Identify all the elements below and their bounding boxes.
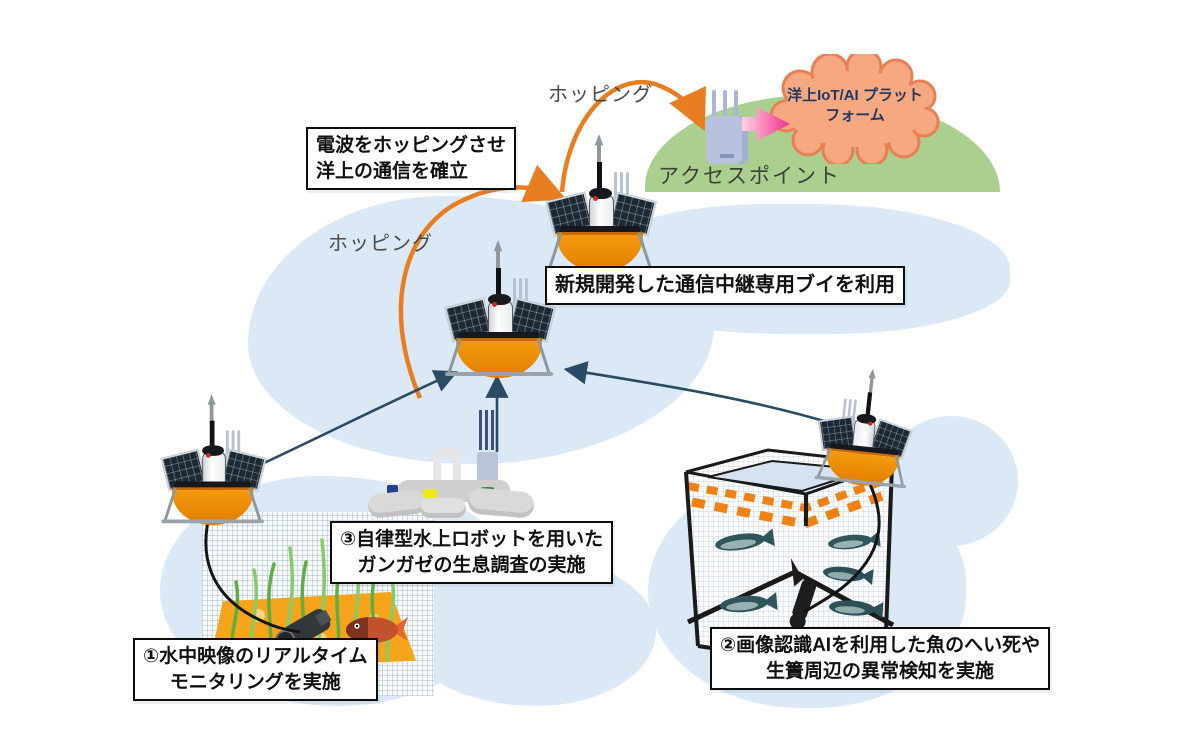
callout-step1: ①水中映像のリアルタイム モニタリングを実施 — [133, 638, 378, 702]
ap-antenna — [712, 90, 716, 120]
robot-pontoon — [420, 498, 466, 518]
callout-relay-line1: 新規開発した通信中継専用ブイを利用 — [555, 274, 895, 296]
callout-establish: 電波をホッピングさせ 洋上の通信を確立 — [306, 127, 517, 191]
callout-step2-line2: 生簀周辺の異常検知を実施 — [766, 660, 995, 682]
callout-step1-line2: モニタリングを実施 — [169, 671, 341, 693]
ap-antenna — [723, 90, 727, 120]
cloud-platform-icon — [768, 54, 940, 164]
fish-icon — [720, 592, 778, 613]
catamaran-robot-icon — [366, 410, 544, 522]
callout-step2-line1: ②画像認識AIを利用した魚のへい死や — [720, 635, 1041, 656]
monitoring-buoy-left — [160, 394, 267, 526]
robot-antenna — [479, 410, 482, 450]
ap-antenna — [734, 90, 738, 120]
fish-icon — [345, 617, 408, 643]
callout-step3: ③自律型水上ロボットを用いた ガンガゼの生息調査の実施 — [330, 521, 614, 585]
callout-establish-line1: 電波をホッピングさせ — [316, 135, 507, 156]
relay-buoy-upper — [545, 134, 657, 272]
access-point-antenna-icon — [702, 90, 754, 164]
robot-antenna — [485, 410, 488, 450]
relay-buoy-central — [444, 240, 556, 378]
access-point-label: アクセスポイント — [658, 165, 841, 188]
mast-tip — [207, 394, 216, 425]
callout-step2: ②画像認識AIを利用した魚のへい死や 生簀周辺の異常検知を実施 — [710, 627, 1051, 691]
robot-mast-box — [477, 452, 498, 488]
callout-step1-line1: ①水中映像のリアルタイム — [143, 646, 368, 667]
cage-buoy-right — [814, 366, 913, 490]
deck-bar — [174, 481, 251, 489]
frame-skid — [161, 519, 264, 524]
callout-step3-line1: ③自律型水上ロボットを用いた — [340, 529, 604, 550]
antenna — [231, 430, 235, 455]
hopping-label-top: ホッピング — [548, 84, 653, 106]
callout-step3-line2: ガンガゼの生息調査の実施 — [357, 554, 586, 576]
callout-relay-buoy: 新規開発した通信中継専用ブイを利用 — [545, 266, 905, 305]
deck-bar — [560, 226, 640, 233]
cloud-platform-label: 洋上IoT/AI プラットフォーム — [782, 86, 928, 126]
cloud-label-line1: 洋上IoT/AI — [787, 87, 859, 104]
antenna — [237, 430, 241, 455]
robot-pontoon — [366, 489, 428, 519]
robot-pontoon — [466, 487, 536, 519]
ap-slot — [720, 154, 734, 158]
frame-skid — [445, 372, 553, 376]
fish-icon — [715, 528, 775, 551]
hopping-label-mid: ホッピング — [328, 233, 433, 255]
antenna — [225, 430, 229, 455]
callout-establish-line2: 洋上の通信を確立 — [316, 160, 469, 182]
robot-antenna — [491, 410, 494, 450]
cloud-label-line2: プラットフォーム — [825, 87, 923, 124]
